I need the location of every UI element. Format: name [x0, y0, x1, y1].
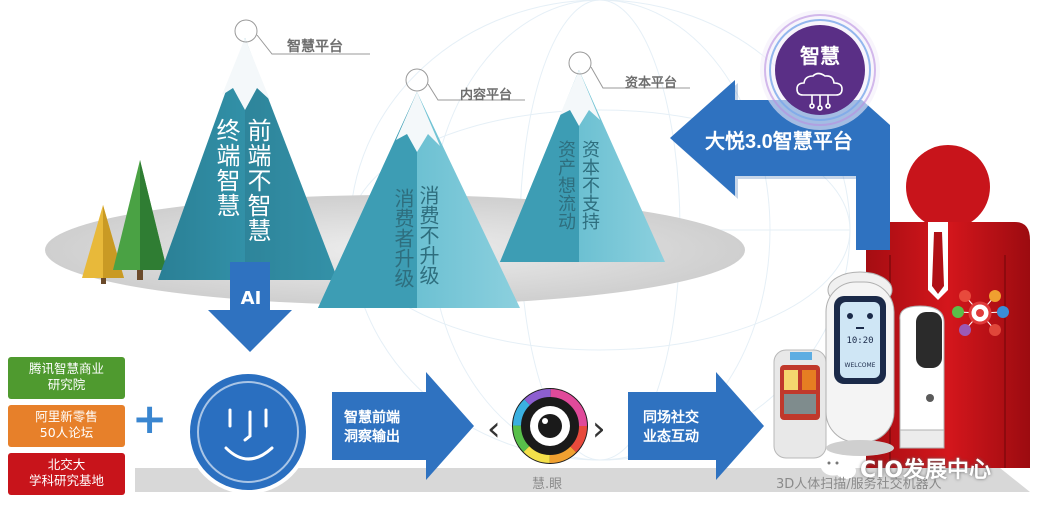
org-tencent: 腾讯智慧商业 研究院: [8, 357, 125, 399]
platform-label-smart: 智慧平台: [287, 39, 343, 55]
org-bjtu-line2: 学科研究基地: [28, 473, 104, 488]
mountain-left: [158, 38, 338, 280]
peak-left-text-2: 前端不智慧: [243, 118, 271, 243]
peak-left-text-1: 终端智慧: [212, 118, 240, 218]
cloud-circuit-icon: [796, 72, 843, 111]
org-bjtu-line1: 北交大: [47, 457, 86, 472]
robot-delivery: [773, 349, 827, 459]
watermark-text: CIO发展中心: [860, 458, 992, 483]
badge-label: 智慧: [800, 44, 840, 68]
org-alibaba: 阿里新零售 50人论坛: [8, 405, 125, 447]
robot-screen-word: WELCOME: [844, 362, 876, 369]
robot-screen-time: 10:20: [846, 336, 874, 346]
arrow-social-label: 同场社交 业态互动: [643, 409, 699, 447]
eye-caption: 慧.眼: [532, 477, 563, 492]
arrow-social: [628, 372, 764, 480]
robot-service: [825, 271, 895, 456]
floor-bar: [135, 468, 1030, 492]
svg-text:›: ›: [592, 409, 606, 449]
plus-sign: +: [132, 394, 168, 443]
tree-icons: [82, 160, 167, 284]
summit-markers: [234, 19, 690, 101]
mountain-right: [500, 70, 665, 262]
arrow-insight-line1: 智慧前端: [344, 410, 400, 426]
platform-label-capital: 资本平台: [625, 76, 678, 91]
smart-eye-icon: ‹ ›: [487, 388, 606, 464]
peak-middle-text-1: 消费者升级: [391, 188, 415, 288]
mountain-middle: [318, 92, 520, 308]
org-tencent-line2: 研究院: [47, 377, 86, 392]
face-icon: [186, 370, 310, 494]
arrow-insight-line2: 洞察输出: [344, 429, 400, 445]
ai-label: AI: [240, 288, 262, 309]
peak-middle-text-2: 消费不升级: [416, 185, 440, 285]
svg-text:‹: ‹: [487, 409, 501, 449]
arrow-insight: [332, 372, 474, 480]
org-bjtu: 北交大 学科研究基地: [8, 453, 125, 495]
robots-caption: 3D人体扫描/服务社交机器人: [776, 477, 942, 492]
arrow-social-line1: 同场社交: [643, 410, 699, 426]
top-arrow-label: 大悦3.0智慧平台: [705, 131, 853, 153]
org-alibaba-line2: 50人论坛: [39, 425, 94, 440]
arrow-insight-label: 智慧前端 洞察输出: [344, 409, 400, 447]
peak-right-text-2: 资本不支持: [579, 140, 600, 230]
ai-down-arrow: [208, 262, 292, 352]
arrow-social-line2: 业态互动: [643, 429, 699, 445]
network-nodes-icon: [952, 290, 1009, 336]
wechat-icon: [820, 454, 856, 479]
org-alibaba-line1: 阿里新零售: [35, 409, 98, 424]
robot-greeter: [899, 305, 945, 449]
wisdom-badge: [760, 10, 880, 130]
peak-right-text-1: 资产想流动: [555, 140, 576, 230]
platform-label-content: 内容平台: [460, 88, 513, 103]
org-tencent-line1: 腾讯智慧商业: [28, 361, 104, 376]
